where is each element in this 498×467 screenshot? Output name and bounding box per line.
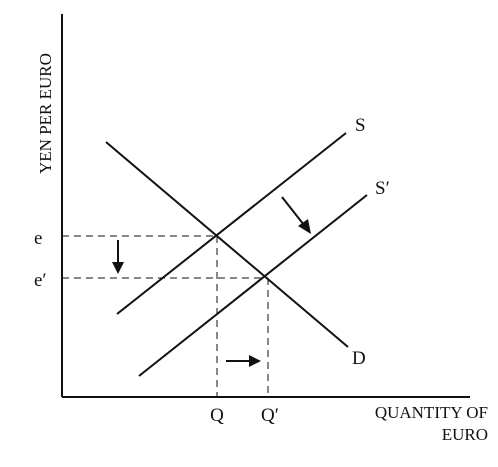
price-initial-label: e: [34, 228, 42, 249]
supply-shifted-curve-label: S′: [375, 178, 390, 199]
quantity-new-label: Q′: [261, 405, 279, 426]
demand-curve: [105, 141, 349, 348]
supply-curve-label: S: [355, 115, 366, 136]
supply-curve: [116, 132, 347, 315]
supply-shifted-curve: [138, 194, 368, 377]
demand-curve-label: D: [352, 348, 366, 369]
price-decrease-arrow-icon: [112, 240, 124, 274]
quantity-initial-label: Q: [210, 405, 224, 426]
x-axis-label-line2: EURO: [442, 425, 488, 444]
y-axis-label: YEN PER EURO: [36, 53, 55, 174]
quantity-increase-arrow-icon: [226, 355, 261, 367]
price-new-label: e′: [34, 270, 47, 291]
supply-shift-arrow-icon: [281, 196, 311, 234]
x-axis-label-line1: QUANTITY OF: [375, 403, 488, 422]
